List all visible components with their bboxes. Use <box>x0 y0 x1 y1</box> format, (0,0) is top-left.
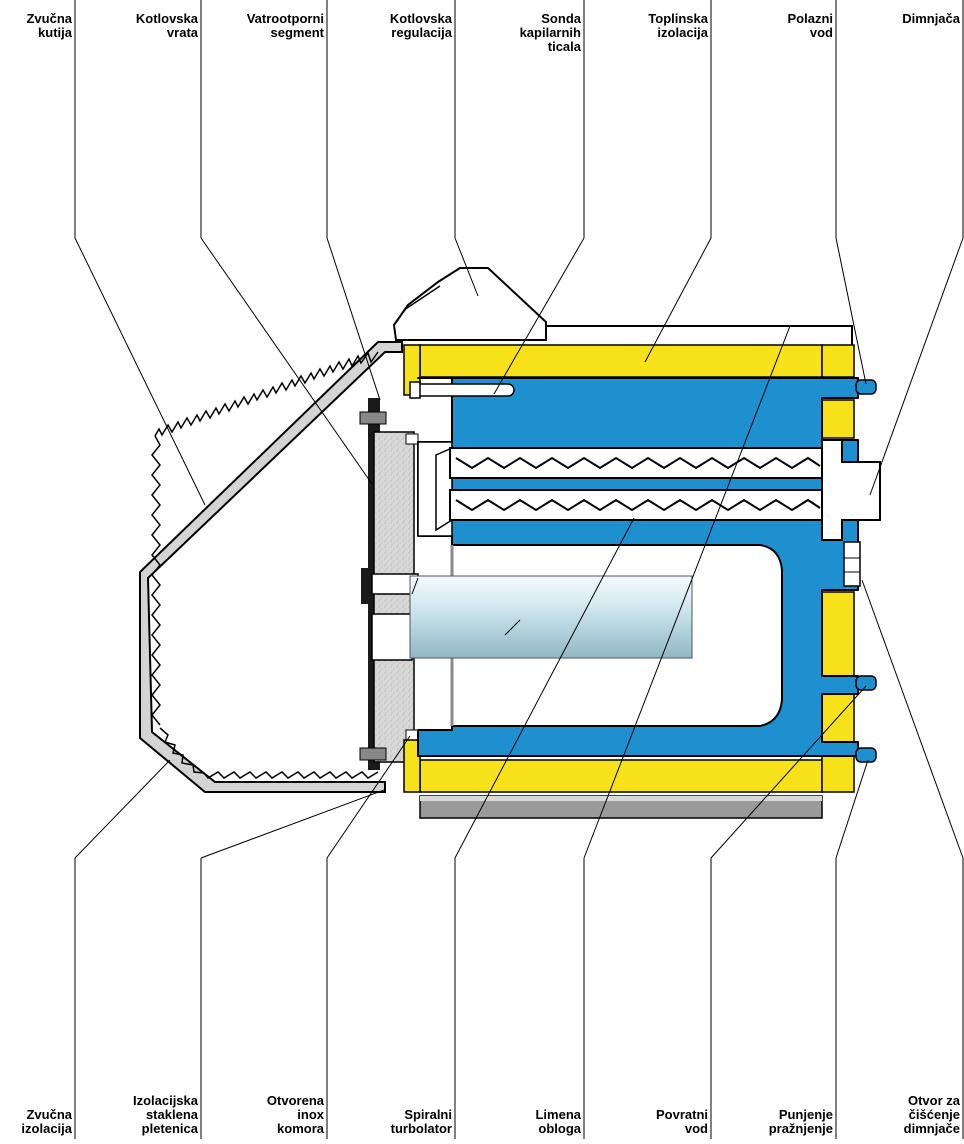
top-insulation <box>419 344 823 378</box>
sound-box <box>139 341 403 793</box>
burner-tube <box>409 575 693 659</box>
cleaning-port <box>843 541 861 587</box>
bottom-insulation <box>419 759 823 793</box>
label-dimnjaca: Dimnjača <box>902 11 960 26</box>
control-box <box>392 267 547 341</box>
leader-lines <box>74 0 964 1139</box>
flue-outlet <box>821 439 881 541</box>
sound-insulation-zigzag <box>154 351 379 437</box>
sheet-metal-casing <box>539 325 853 345</box>
spiral-turbolator <box>449 447 827 521</box>
boiler-door <box>359 398 419 770</box>
